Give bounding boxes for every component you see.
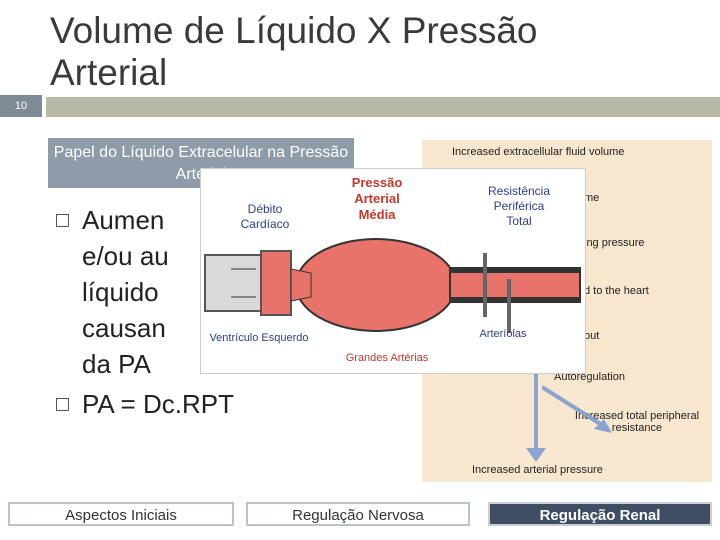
bullet-list: Aumen e/ou au líquido causan da PA PA = … (56, 202, 356, 422)
bullet-line: da PA (56, 346, 356, 382)
flow-arrow (534, 362, 538, 452)
flow-step: Increased arterial pressure (472, 464, 603, 476)
nav-regulacao-nervosa[interactable]: Regulação Nervosa (246, 502, 470, 526)
label-arteriolas: Arteríolas (479, 328, 527, 340)
label-grandes-arterias: Grandes Artérias (346, 352, 429, 364)
bullet-text: líquido (82, 277, 159, 307)
title-underline-bar (46, 97, 720, 117)
flow-step: ing pressure (584, 237, 645, 249)
bullet-text: e/ou au (82, 241, 169, 271)
bullet-square-icon (56, 398, 69, 411)
flow-step: Increased total peripheral resistance (574, 410, 700, 434)
outflow-blood (451, 273, 579, 297)
flow-step: me (584, 192, 600, 204)
bullet-item: Aumen (56, 202, 356, 238)
ventricle-chamber (260, 250, 292, 316)
flow-step: d to the heart (584, 285, 649, 297)
bullet-item: PA = Dc.RPT (56, 386, 356, 422)
slide-title: Volume de Líquido X Pressão Arterial (50, 10, 538, 93)
bullet-text: PA = Dc.RPT (82, 389, 234, 419)
nav-aspectos-iniciais[interactable]: Aspectos Iniciais (8, 502, 234, 526)
bullet-text: da PA (82, 349, 151, 379)
flow-step: Increased extracellular fluid volume (452, 146, 625, 158)
artery-balloon (295, 238, 457, 332)
label-ventriculo: Ventrículo Esquerdo (209, 332, 308, 344)
nav-regulacao-renal[interactable]: Regulação Renal (488, 502, 712, 526)
flow-arrowhead-icon (526, 448, 546, 462)
bullet-line: líquido (56, 274, 356, 310)
bullet-square-icon (56, 214, 69, 227)
bullet-line: causan (56, 310, 356, 346)
flow-branch-arrow (542, 385, 612, 433)
flow-step: Autoregulation (554, 371, 625, 383)
valve (290, 268, 312, 302)
resistance-screw-icon (483, 253, 487, 317)
resistance-screw-icon (507, 279, 511, 333)
flow-step: out (584, 330, 600, 342)
bullet-line: e/ou au (56, 238, 356, 274)
bullet-text: causan (82, 313, 166, 343)
slide-number: 10 (0, 95, 42, 117)
bullet-text: Aumen (82, 205, 165, 235)
